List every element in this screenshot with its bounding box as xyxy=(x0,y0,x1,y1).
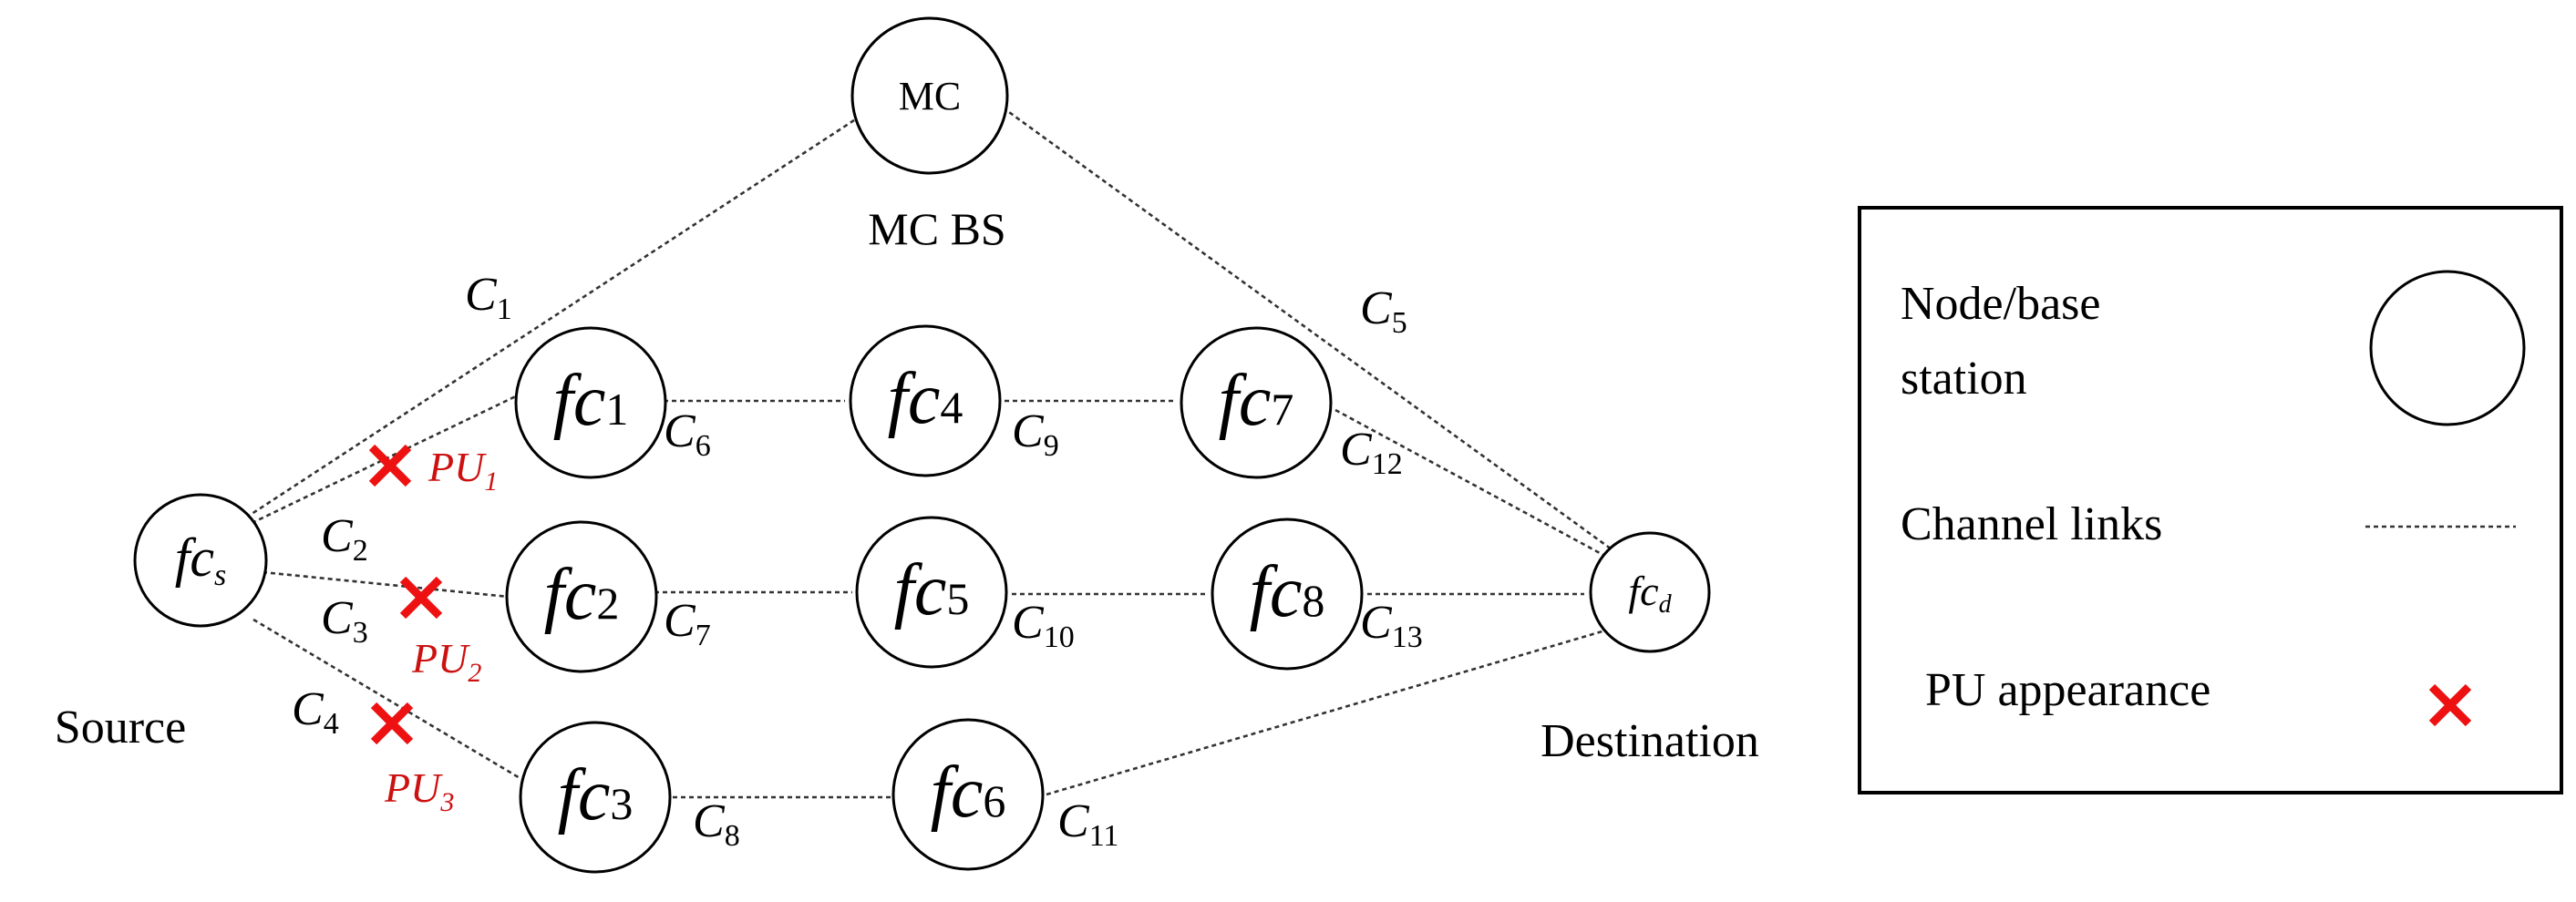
svg-text:fcs: fcs xyxy=(175,528,227,592)
link-fc7-destination xyxy=(1334,408,1613,561)
legend-pu-cross-icon xyxy=(2428,683,2472,727)
channel-label-c3: C3 xyxy=(321,592,368,650)
svg-text:fcd: fcd xyxy=(1628,568,1672,619)
svg-text:fc6: fc6 xyxy=(931,753,1006,833)
channel-labels: C1 C2 C3 C4 C5 C6 C7 C8 C9 C10 C11 C12 C… xyxy=(292,269,1423,853)
mc-bs-caption: MC BS xyxy=(868,203,1005,254)
pu-label-3: PU3 xyxy=(384,764,454,817)
node-destination-base: fc xyxy=(1628,568,1658,614)
node-source-sub: s xyxy=(214,559,226,592)
node-source: fcs xyxy=(133,493,268,628)
channel-label-c11: C11 xyxy=(1057,795,1118,853)
channel-label-c9: C9 xyxy=(1012,405,1059,463)
link-source-mc xyxy=(245,117,858,519)
pu-marker-3: PU3 xyxy=(370,702,454,817)
node-mc-label: MC xyxy=(899,74,961,118)
channel-label-c2: C2 xyxy=(321,510,368,568)
pu-label-2: PU2 xyxy=(411,635,481,688)
node-fc4: fc4 xyxy=(849,324,1002,477)
pu-marker-2: PU2 xyxy=(399,576,481,688)
node-fc1: fc1 xyxy=(514,326,667,479)
legend-channel-label: Channel links xyxy=(1901,498,2162,550)
pu-cross-icon xyxy=(399,576,443,620)
channel-label-c7: C7 xyxy=(664,595,711,652)
link-source-fc1 xyxy=(243,392,522,528)
legend-node-circle-icon xyxy=(2369,270,2526,426)
svg-text:fc8: fc8 xyxy=(1250,552,1325,632)
pu-cross-icon xyxy=(370,702,414,745)
channel-label-c10: C10 xyxy=(1012,597,1075,654)
legend-node-label-line1: Node/base xyxy=(1901,278,2100,330)
channel-label-c1: C1 xyxy=(465,269,512,326)
node-fc3: fc3 xyxy=(519,721,672,874)
svg-text:fc7: fc7 xyxy=(1219,361,1294,441)
svg-text:fc1: fc1 xyxy=(553,361,629,441)
legend: Node/base station Channel links PU appea… xyxy=(1858,206,2563,794)
node-mc: MC xyxy=(850,16,1009,175)
pu-marker-1: PU1 xyxy=(368,444,498,497)
node-fc2: fc2 xyxy=(505,520,658,673)
node-fc8: fc8 xyxy=(1211,518,1364,671)
node-destination-sub: d xyxy=(1659,590,1673,619)
legend-node-label-line2: station xyxy=(1901,353,2027,405)
svg-text:fc3: fc3 xyxy=(558,755,634,835)
node-source-base: fc xyxy=(175,528,214,588)
channel-label-c4: C4 xyxy=(292,683,339,741)
node-fc6: fc6 xyxy=(891,718,1045,871)
legend-pu-label: PU appearance xyxy=(1925,664,2210,716)
svg-text:fc2: fc2 xyxy=(544,555,620,635)
node-fc7: fc7 xyxy=(1180,326,1333,479)
source-caption: Source xyxy=(55,702,186,753)
link-source-fc2 xyxy=(262,570,510,599)
pu-label-1: PU1 xyxy=(428,444,498,497)
link-mc-destination xyxy=(1002,106,1619,556)
link-source-fc3 xyxy=(252,618,522,781)
pu-cross-icon xyxy=(368,444,412,487)
node-fc5: fc5 xyxy=(855,516,1008,669)
channel-label-c13: C13 xyxy=(1360,597,1423,654)
svg-text:fc5: fc5 xyxy=(894,550,970,630)
channel-label-c5: C5 xyxy=(1360,282,1407,340)
svg-text:fc4: fc4 xyxy=(888,359,963,439)
node-destination: fcd xyxy=(1589,531,1711,653)
destination-caption: Destination xyxy=(1540,715,1759,767)
channel-label-c8: C8 xyxy=(693,795,740,853)
channel-label-c6: C6 xyxy=(664,405,711,463)
channel-links xyxy=(243,106,1619,799)
channel-label-c12: C12 xyxy=(1340,424,1403,481)
